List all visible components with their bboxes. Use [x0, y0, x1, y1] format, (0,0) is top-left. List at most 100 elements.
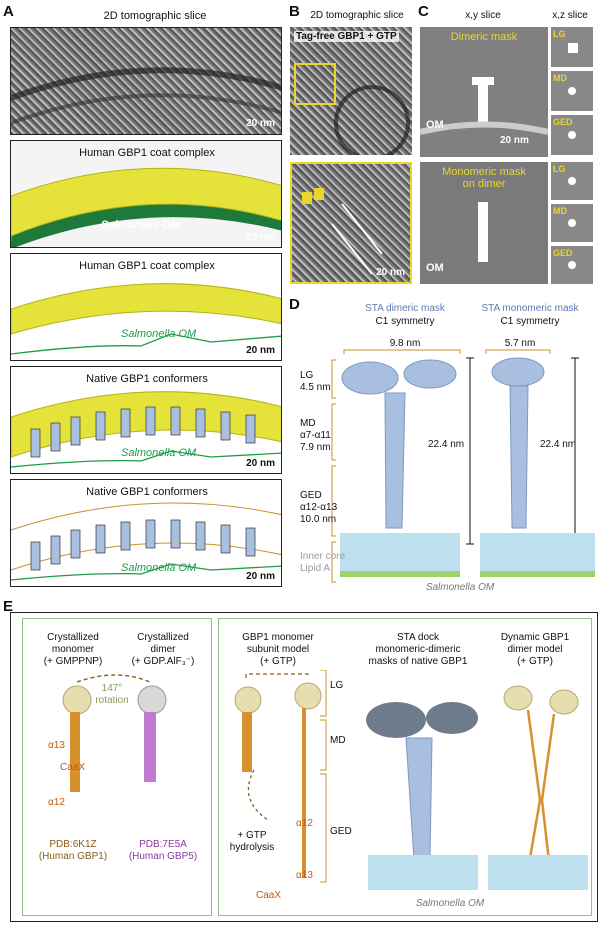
salmonella-om-footer: Salmonella OM — [425, 582, 495, 593]
xz-label: MD — [553, 73, 567, 83]
cryst-monomer-1: Crystallized — [47, 632, 99, 643]
tag-free-label: Tag-free GBP1 + GTP — [294, 31, 399, 42]
crystal-structures-box — [22, 618, 212, 916]
domain-md-detail: α7-α11 — [300, 430, 331, 441]
monomer-width-label: 5.7 nm — [504, 338, 536, 349]
dimeric-symmetry: C1 symmetry — [375, 316, 435, 327]
xz-slice-lg-bottom: LG — [551, 162, 593, 200]
monomer-model-3: (+ GTP) — [260, 656, 296, 667]
scale-bar-label: 20 nm — [246, 345, 275, 356]
scale-bar-label: 20 nm — [246, 458, 275, 469]
pdb1-id: PDB:6K1Z — [49, 839, 97, 850]
domain-lg-name: LG — [300, 370, 314, 381]
caax-label: CaaX — [60, 762, 86, 773]
scale-bar-label: 20 nm — [246, 571, 275, 582]
subpanel-title: Human GBP1 coat complex — [79, 260, 215, 272]
domain-ged-size: 10.0 nm — [300, 514, 337, 525]
dyn-model-1: Dynamic GBP1 — [500, 632, 570, 643]
xz-label: GED — [553, 117, 573, 127]
tomogram-image-a: 20 nm — [10, 27, 282, 135]
panel-d-label: D — [289, 296, 300, 313]
lipid-a-label: Lipid A — [300, 563, 331, 574]
dyn-model-2: dimer model — [507, 644, 563, 655]
monomeric-mask-label-1: Monomeric mask — [442, 166, 526, 178]
cryst-dimer-2: dimer — [150, 644, 176, 655]
monomeric-mask-label-2: on dimer — [462, 178, 506, 190]
om-label: Salmonella OM — [121, 447, 197, 459]
pdb2-id: PDB:7E5A — [139, 839, 187, 850]
models-art — [234, 670, 588, 890]
subpanel-title: Human GBP1 coat complex — [79, 147, 215, 159]
pdb1-desc: (Human GBP1) — [38, 851, 108, 862]
om-label: Salmonella OM — [121, 562, 197, 574]
xz-label: MD — [553, 206, 567, 216]
panel-e-label: E — [3, 598, 14, 615]
scale-bar-label: 20 nm — [500, 135, 529, 146]
rotation-2: rotation — [95, 695, 129, 706]
sta-dock-1: STA dock — [396, 632, 440, 643]
xy-slice-title: x,y slice — [465, 10, 501, 21]
domain-md-name: MD — [300, 418, 316, 429]
scale-bar-label: 20 nm — [376, 267, 405, 278]
sta-dock-2: monomeric-dimeric — [375, 644, 461, 655]
caax-right-label: CaaX — [256, 890, 282, 901]
domain-ged-name: GED — [300, 490, 322, 501]
panel-e-frame — [10, 612, 598, 922]
xz-slice-lg-top: LG — [551, 27, 593, 67]
alpha13-right-label: α13 — [296, 870, 313, 881]
salmonella-om-footer-e: Salmonella OM — [415, 898, 485, 909]
native-conformers-render-2: Native GBP1 conformers Salmonella OM 20 … — [10, 479, 282, 587]
xz-label: LG — [553, 164, 566, 174]
panel-b-title: 2D tomographic slice — [310, 10, 404, 21]
ged-label: GED — [330, 826, 352, 837]
scale-bar-label: 20 nm — [246, 232, 275, 243]
panel-b-label: B — [289, 3, 300, 20]
om-label: Salmonella OM — [121, 328, 197, 340]
monomer-model-2: subunit model — [246, 644, 310, 655]
inner-core-label: Inner core — [300, 551, 346, 562]
dyn-model-3: (+ GTP) — [517, 656, 553, 667]
alpha12-label: α12 — [48, 797, 65, 808]
panel-a-title: 2D tomographic slice — [103, 10, 207, 22]
panel-c-label: C — [418, 3, 429, 20]
coat-complex-render-1: Human GBP1 coat complex Salmonella OM 20… — [10, 140, 282, 248]
domain-md-size: 7.9 nm — [300, 442, 331, 453]
subpanel-title: Native GBP1 conformers — [86, 373, 208, 385]
models-box — [218, 618, 592, 916]
domain-ged-detail: α12-α13 — [300, 502, 338, 513]
native-conformers-render-1: Native GBP1 conformers Salmonella OM 20 … — [10, 366, 282, 474]
xz-label: LG — [553, 29, 566, 39]
xz-slice-title: x,z slice — [552, 10, 588, 21]
cryst-monomer-3: (+ GMPPNP) — [43, 656, 103, 667]
sta-dock-3: masks of native GBP1 — [368, 656, 468, 667]
xz-slice-ged-top: GED — [551, 115, 593, 155]
lg-label: LG — [330, 680, 344, 691]
dimer-height-label: 22.4 nm — [428, 439, 465, 450]
subpanel-title: Native GBP1 conformers — [86, 486, 208, 498]
monomer-height-label: 22.4 nm — [540, 439, 577, 450]
tomogram-image-b: Tag-free GBP1 + GTP — [290, 27, 412, 155]
dimeric-mask-label: Dimeric mask — [450, 31, 518, 43]
pdb2-desc: (Human GBP5) — [128, 851, 198, 862]
xz-label: GED — [553, 248, 573, 258]
cryst-monomer-2: monomer — [51, 644, 95, 655]
zoom-box — [294, 63, 336, 105]
dimer-width-label: 9.8 nm — [389, 338, 421, 349]
cryst-dimer-3: (+ GDP.AlF₃⁻) — [131, 656, 195, 667]
xz-slice-md-bottom: MD — [551, 204, 593, 242]
scale-bar-label: 20 nm — [246, 118, 275, 129]
rotation-1: 147° — [101, 683, 123, 694]
om-label: Salmonella OM — [101, 219, 180, 231]
sta-density-maps — [331, 349, 595, 583]
coat-complex-render-2: Human GBP1 coat complex Salmonella OM 20… — [10, 253, 282, 361]
om-label: OM — [426, 119, 444, 131]
crystal-structures-art — [62, 674, 167, 792]
cryst-dimer-1: Crystallized — [137, 632, 189, 643]
md-label: MD — [330, 735, 346, 746]
xz-slice-ged-bottom: GED — [551, 246, 593, 284]
alpha13-label: α13 — [48, 740, 65, 751]
monomeric-xy-slice: Monomeric mask on dimer OM — [420, 162, 548, 284]
tomogram-zoom-inset: 20 nm — [290, 162, 412, 284]
monomeric-mask-title: STA monomeric mask — [481, 303, 579, 314]
dimeric-xy-slice: Dimeric mask OM 20 nm — [420, 27, 548, 157]
